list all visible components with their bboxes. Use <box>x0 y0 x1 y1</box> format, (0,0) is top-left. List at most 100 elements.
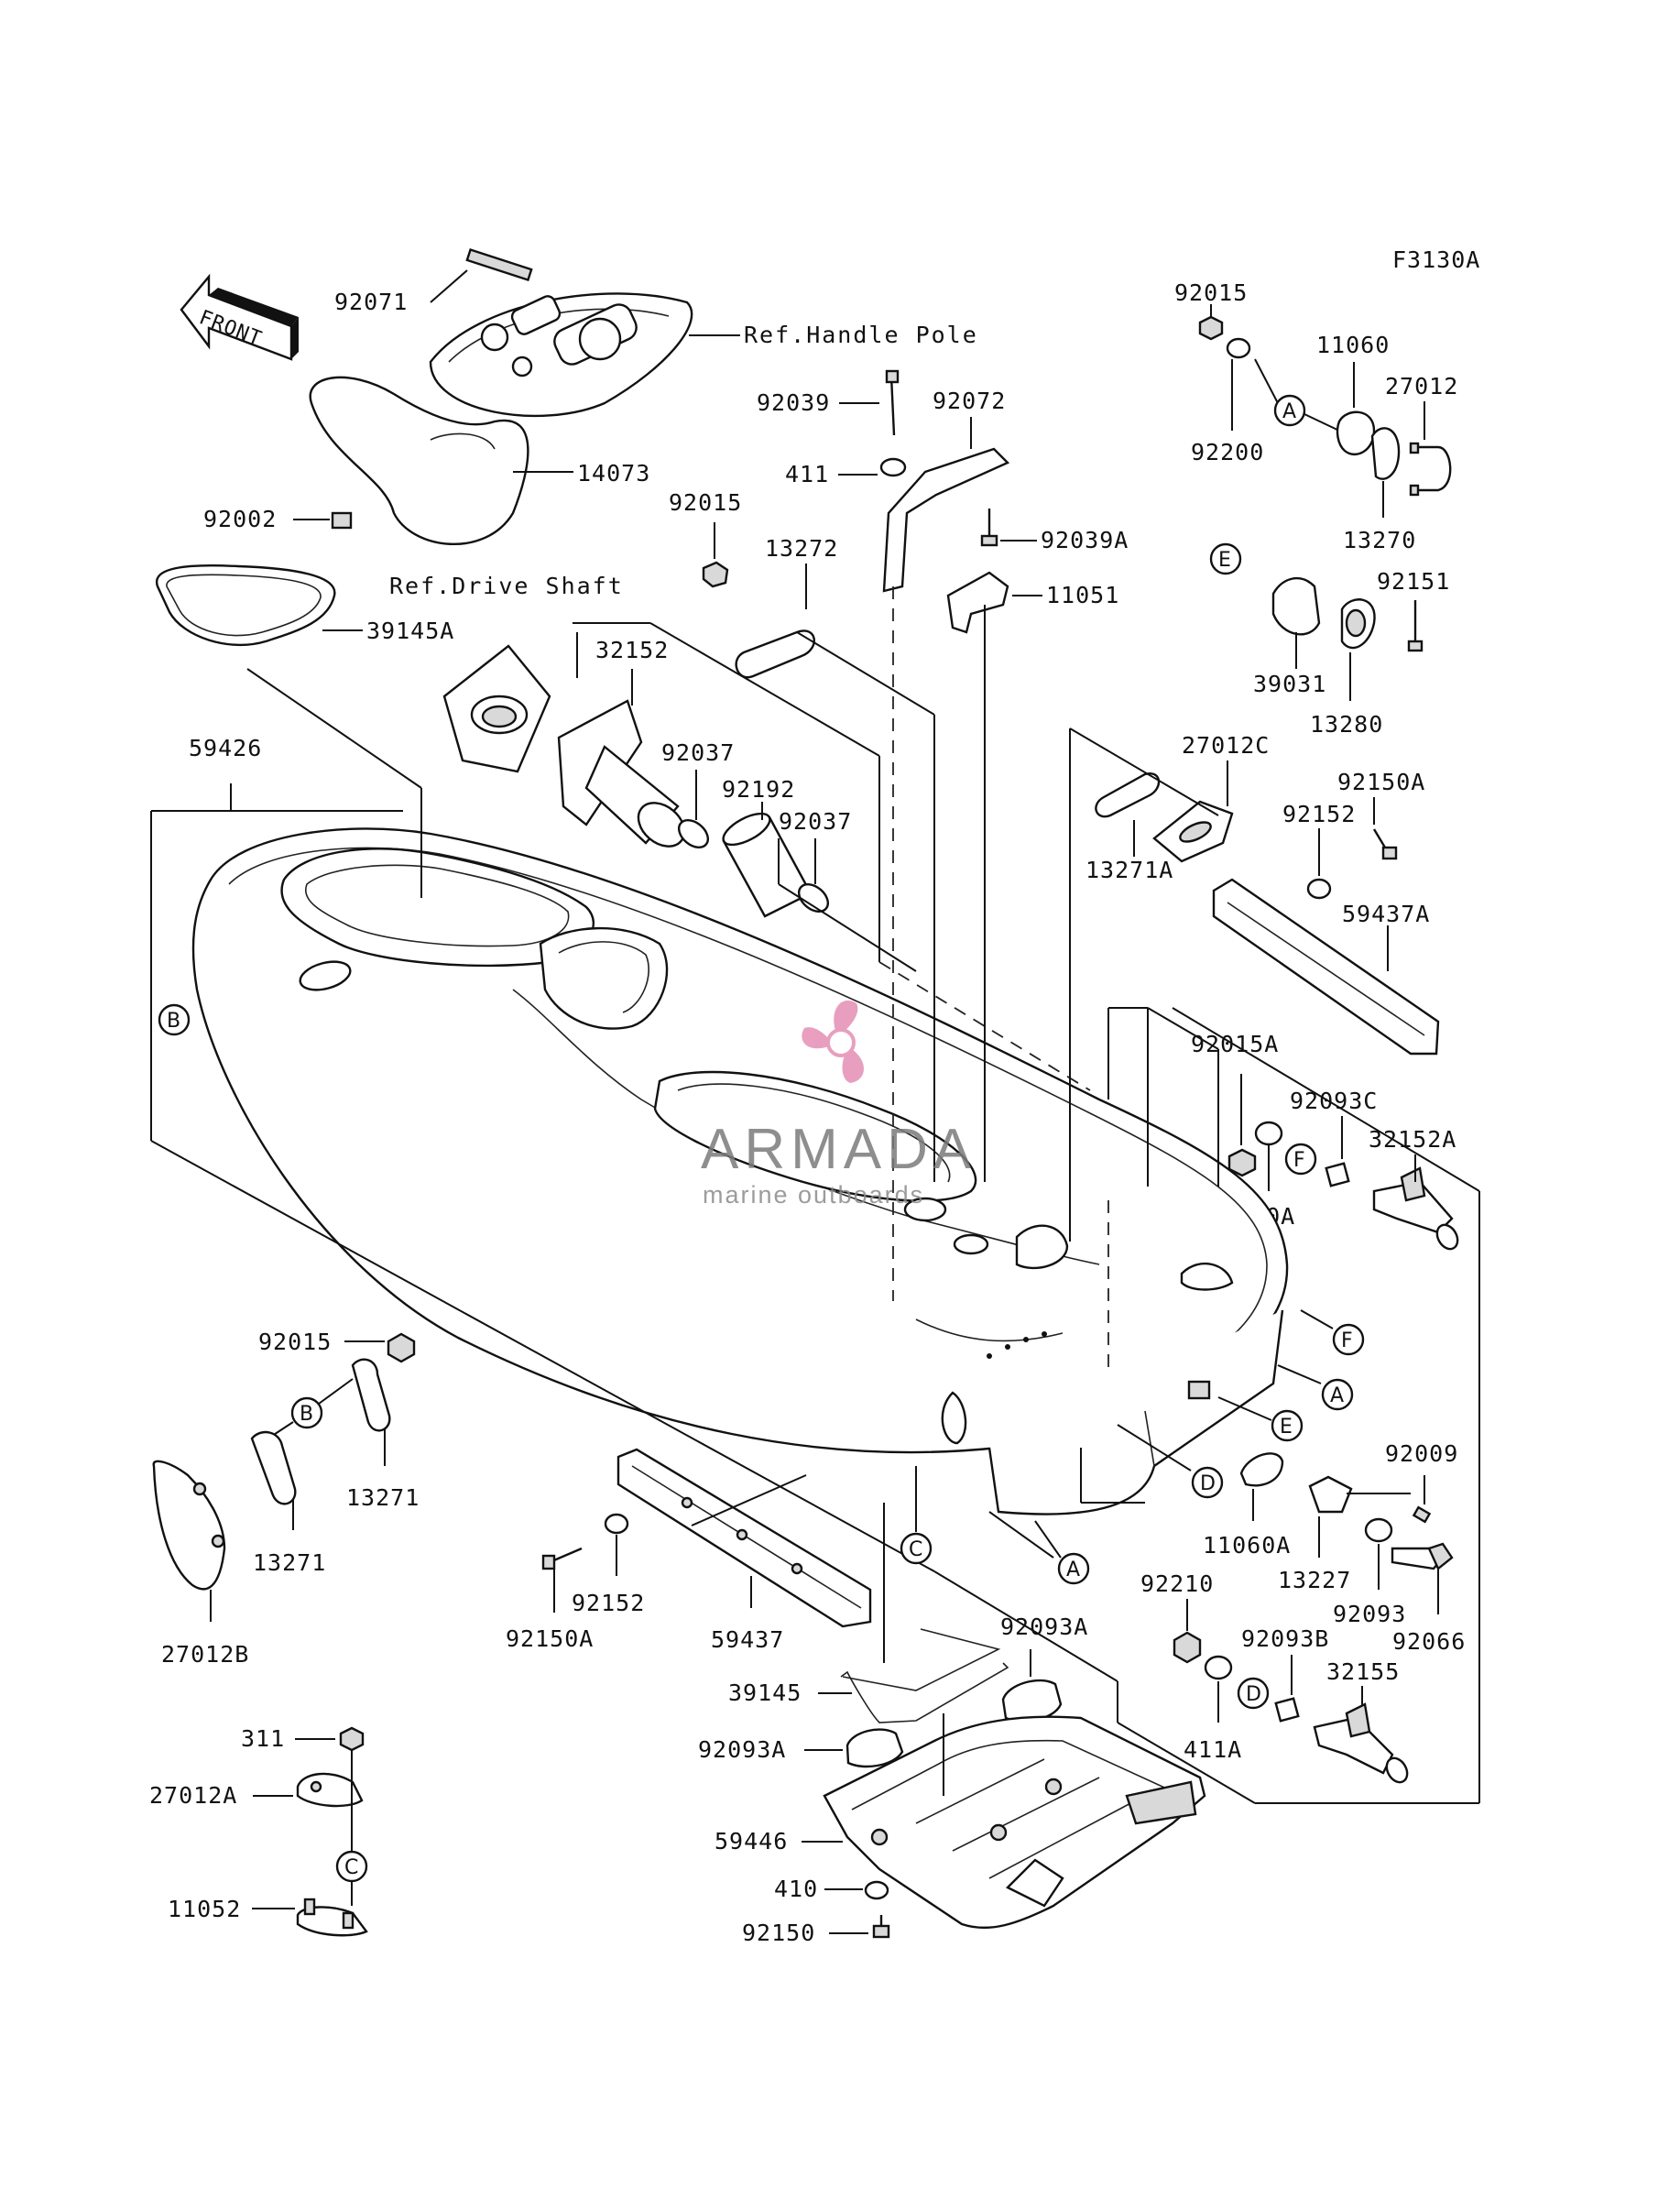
label-410: 410 <box>774 1876 818 1902</box>
nut-92015-a <box>702 561 729 588</box>
label-92015A: 92015A <box>1191 1031 1279 1057</box>
label-27012A: 27012A <box>149 1782 237 1809</box>
label-11060A: 11060A <box>1203 1532 1291 1559</box>
label-92093C: 92093C <box>1290 1088 1378 1114</box>
label-92200: 92200 <box>1191 439 1264 465</box>
fitting-32152A <box>1372 1166 1459 1251</box>
washer-411 <box>879 457 907 477</box>
label-13271-a: 13271 <box>346 1484 420 1511</box>
cap-39031 <box>1271 576 1321 636</box>
callout-D2-circle: D <box>1237 1677 1270 1710</box>
screw-92009 <box>1412 1505 1432 1524</box>
label-59426: 59426 <box>189 735 262 761</box>
callout-A2-circle: A <box>1277 1364 1354 1411</box>
handle-pole-plate <box>429 247 693 418</box>
label-92009: 92009 <box>1385 1440 1458 1467</box>
bearing-housing-32152 <box>557 699 686 848</box>
label-32155: 32155 <box>1326 1658 1400 1685</box>
front-arrow-icon: FRONT <box>180 273 299 361</box>
label-411: 411 <box>785 461 829 487</box>
plug-92066 <box>1391 1542 1454 1570</box>
svg-text:B: B <box>300 1403 313 1426</box>
clamp-92037-b <box>798 883 829 913</box>
pump-cover-59446 <box>823 1715 1206 1930</box>
label-13272: 13272 <box>765 535 838 562</box>
bolt-92150 <box>872 1915 890 1939</box>
label-59437A: 59437A <box>1342 901 1430 927</box>
nut-311 <box>339 1726 365 1752</box>
label-32152A: 32152A <box>1369 1126 1456 1153</box>
label-92093B: 92093B <box>1241 1625 1329 1652</box>
callout-A1-circle: A <box>1254 358 1340 432</box>
bolt-92002 <box>331 511 353 530</box>
svg-text:D: D <box>1200 1472 1216 1495</box>
plate-27012B <box>152 1460 226 1591</box>
label-13270: 13270 <box>1343 527 1416 553</box>
callout-C2-circle: C <box>335 1850 368 1883</box>
clip-11051 <box>946 571 1009 634</box>
callout-D1-circle: D <box>1117 1424 1224 1499</box>
svg-text:F: F <box>1341 1329 1353 1352</box>
gasket-39145 <box>840 1628 1009 1723</box>
cover-11060A <box>1239 1452 1284 1487</box>
bolt-92150A-a <box>1372 828 1398 860</box>
label-92037-a: 92037 <box>661 739 735 766</box>
label-11060: 11060 <box>1316 332 1390 358</box>
label-92039: 92039 <box>757 389 830 416</box>
label-32152: 32152 <box>595 637 669 663</box>
washer-92093 <box>1364 1517 1393 1543</box>
label-92037-b: 92037 <box>779 808 852 835</box>
gasket-13270 <box>1370 427 1401 480</box>
u-bolt-27012 <box>1409 442 1452 497</box>
label-92093: 92093 <box>1333 1601 1406 1627</box>
label-13271-b: 13271 <box>253 1549 326 1576</box>
label-59437: 59437 <box>711 1626 784 1653</box>
callout-E1-circle: E <box>1209 542 1242 575</box>
label-92093A-a: 92093A <box>1000 1614 1088 1640</box>
watermark-brand: ARMADA <box>701 1118 976 1181</box>
gasket-92093B <box>1274 1697 1300 1723</box>
label-27012: 27012 <box>1385 373 1458 399</box>
plate-13271-a <box>351 1358 391 1432</box>
fitting-32155 <box>1313 1702 1409 1784</box>
bracket-27012C <box>1152 800 1234 863</box>
nut-92015-b <box>1198 315 1224 341</box>
bracket-92072 <box>882 447 1010 593</box>
washer-411A <box>1204 1655 1233 1680</box>
plate-27012A <box>296 1772 364 1808</box>
callout-E2-circle: E <box>1217 1396 1304 1442</box>
label-92015-b: 92015 <box>1174 279 1248 306</box>
label-92039A: 92039A <box>1041 527 1129 553</box>
svg-text:A: A <box>1282 400 1296 423</box>
washer-410A <box>1254 1121 1283 1146</box>
label-92066: 92066 <box>1392 1628 1466 1655</box>
label-92210: 92210 <box>1140 1570 1214 1597</box>
callout-F1-circle: F <box>1284 1143 1317 1176</box>
washer-92200 <box>1226 337 1251 359</box>
label-11051: 11051 <box>1046 582 1119 608</box>
armada-watermark: ARMADA marine outboards <box>701 1000 976 1209</box>
collar-92152-b <box>604 1513 629 1535</box>
label-27012B: 27012B <box>161 1641 249 1668</box>
label-39145A: 39145A <box>366 618 454 644</box>
bolt-92039A <box>980 509 998 547</box>
pad-92093A-a <box>1001 1679 1063 1723</box>
drive-shaft-flange <box>442 644 551 773</box>
svg-text:B: B <box>167 1010 180 1033</box>
label-92152-b: 92152 <box>572 1590 645 1616</box>
hull-59426 <box>191 827 1289 1515</box>
callout-B2-circle: B <box>260 1378 354 1444</box>
svg-text:A: A <box>1066 1559 1080 1581</box>
label-92093A-b: 92093A <box>698 1736 786 1763</box>
nut-92015-c <box>387 1332 416 1363</box>
screw-92151 <box>1407 600 1424 652</box>
collar-92152-a <box>1306 878 1332 900</box>
plate-13271-b <box>250 1430 297 1505</box>
ref-drive-shaft: Ref.Drive Shaft <box>389 573 624 599</box>
propeller-logo-icon <box>802 1000 864 1083</box>
label-92150A-b: 92150A <box>506 1625 594 1652</box>
washer-410 <box>864 1880 889 1900</box>
callout-C1-circle: C <box>900 1466 933 1565</box>
svg-text:E: E <box>1280 1416 1293 1439</box>
bolt-92150A-b <box>541 1547 583 1570</box>
